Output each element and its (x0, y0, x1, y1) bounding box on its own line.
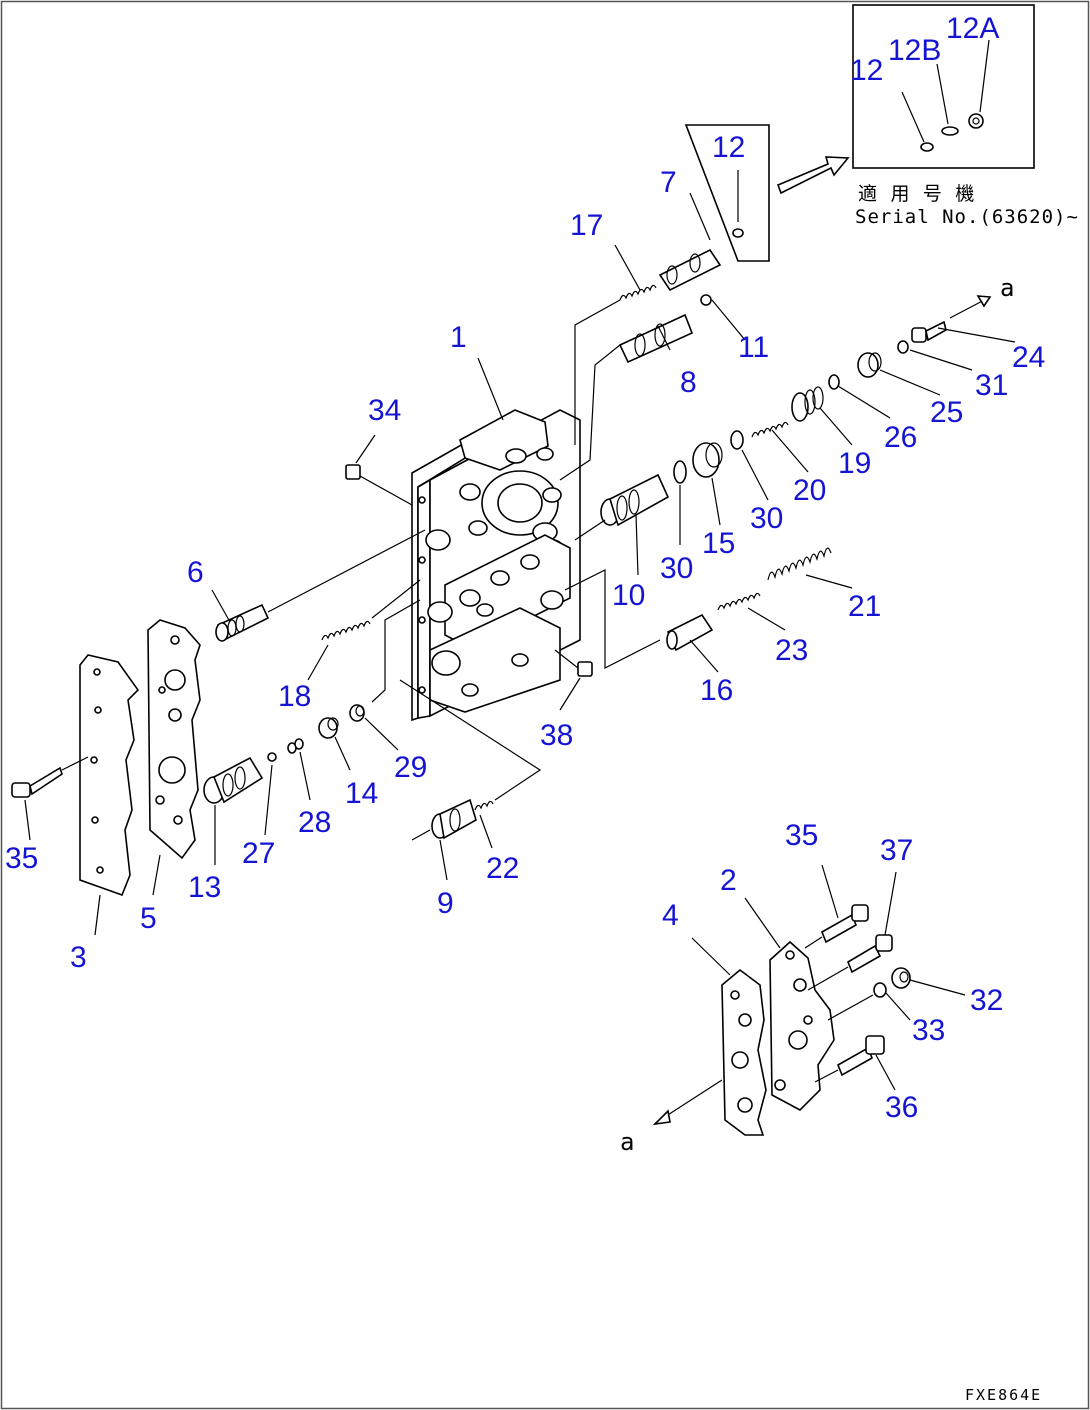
connection-mark-bottom: a (620, 1128, 635, 1156)
callout-3: 3 (70, 941, 87, 974)
nut-32 (827, 967, 911, 1021)
callout-27: 27 (242, 837, 275, 870)
callout-4: 4 (662, 899, 679, 932)
callout-31: 31 (975, 369, 1008, 402)
part-14 (318, 717, 339, 739)
spool-6 (215, 529, 426, 642)
inset-arrow (776, 156, 850, 195)
part-26 (828, 374, 840, 390)
spring-20 (751, 421, 789, 438)
plug-38 (554, 649, 593, 677)
part-15 (692, 442, 723, 478)
callout-38: 38 (540, 719, 573, 752)
spring-21 (767, 547, 832, 581)
part-29 (349, 599, 421, 722)
valve-body (411, 409, 581, 722)
callout-29: 29 (394, 751, 427, 784)
plug-34 (345, 464, 413, 506)
callout-16: 16 (700, 674, 733, 707)
spring-23 (717, 592, 761, 611)
callout-26: 26 (884, 421, 917, 454)
inset-part-12b (941, 126, 959, 136)
washer-33 (873, 982, 887, 998)
callout-1: 1 (450, 321, 467, 354)
callout-25: 25 (930, 396, 963, 429)
spool-16 (564, 569, 714, 669)
callout-12-box: 12 (712, 131, 745, 164)
detail-box-12 (684, 124, 770, 262)
callout-36: 36 (885, 1091, 918, 1124)
callout-23: 23 (775, 634, 808, 667)
part-28 (287, 738, 304, 754)
inset-detail (852, 4, 1035, 169)
part-25 (857, 352, 882, 378)
gasket-5 (147, 619, 201, 860)
callout-2: 2 (720, 864, 737, 897)
ring-30-left (673, 460, 687, 484)
callout-6: 6 (187, 556, 204, 589)
callout-35-right: 35 (785, 819, 818, 852)
callout-10: 10 (612, 579, 645, 612)
callout-18: 18 (278, 680, 311, 713)
callout-7: 7 (660, 166, 677, 199)
inset-part-12 (920, 142, 934, 152)
part-31 (897, 340, 909, 354)
callout-22: 22 (486, 852, 519, 885)
spool-upper (559, 248, 722, 481)
callout-15: 15 (702, 527, 735, 560)
callout-30-right: 30 (750, 502, 783, 535)
callout-17: 17 (570, 209, 603, 242)
callout-21: 21 (848, 590, 881, 623)
callout-12B: 12B (888, 34, 941, 67)
spring-18 (321, 579, 421, 641)
connection-mark-top: a (1000, 274, 1015, 302)
callout-5: 5 (140, 902, 157, 935)
part-19 (791, 386, 824, 422)
callout-33: 33 (912, 1014, 945, 1047)
callout-11: 11 (738, 331, 769, 364)
callout-8: 8 (680, 366, 697, 399)
cover-plate-2 (769, 940, 835, 1111)
serial-note-line1: 適 用 号 機 (858, 183, 975, 205)
bolt-35-left (11, 756, 89, 798)
callout-24: 24 (1012, 341, 1045, 374)
callout-12-inset: 12 (850, 54, 883, 87)
callout-35-left: 35 (5, 842, 38, 875)
callout-34: 34 (368, 394, 401, 427)
cover-plate-3 (79, 654, 140, 897)
callout-12A: 12A (946, 12, 999, 45)
callout-14: 14 (345, 777, 378, 810)
valve-10 (574, 473, 670, 541)
inset-part-12a (968, 113, 984, 129)
callout-19: 19 (838, 447, 871, 480)
leader-lines (24, 192, 1016, 1091)
plug-37 (807, 934, 893, 991)
spool-9 (399, 679, 542, 841)
valve-13 (203, 752, 277, 804)
callout-20: 20 (793, 474, 826, 507)
gasket-4 (652, 968, 767, 1136)
ring-30-right (730, 430, 744, 450)
callout-13: 13 (188, 871, 221, 904)
callout-9: 9 (437, 887, 454, 920)
callout-37: 37 (880, 834, 913, 867)
callout-30-left: 30 (660, 552, 693, 585)
bolt-36 (814, 1035, 885, 1083)
bolt-35-right (804, 904, 869, 949)
drawing-code: FXE864E (965, 1386, 1042, 1404)
inset-box (852, 4, 1035, 169)
callout-28: 28 (298, 806, 331, 839)
serial-note-line2: Serial No.(63620)~ (855, 206, 1079, 228)
callout-32: 32 (970, 984, 1003, 1017)
callout-labels: 1 2 3 4 5 6 7 8 9 10 11 12 12 12B 12A 13… (5, 12, 1045, 1124)
